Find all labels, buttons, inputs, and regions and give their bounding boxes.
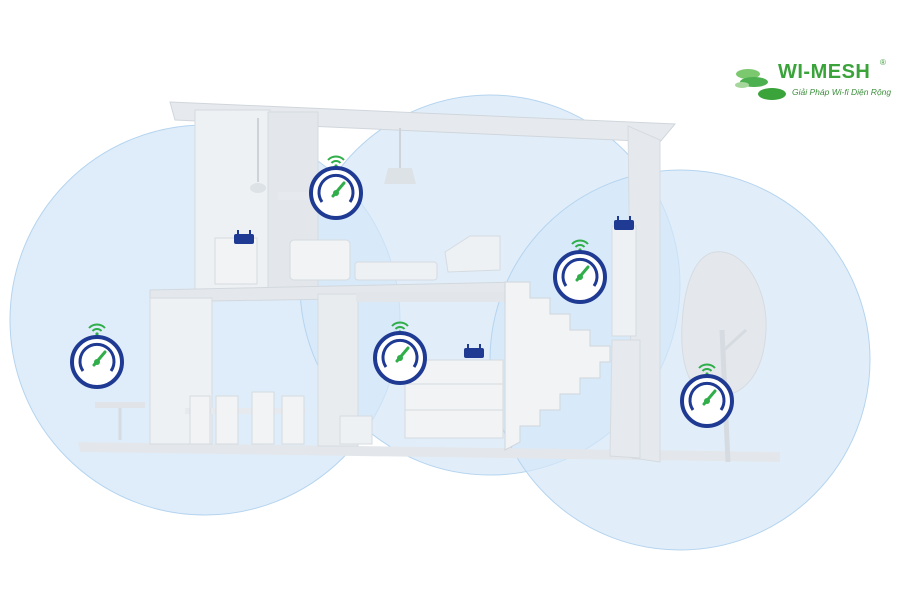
mesh-router-icon — [614, 216, 634, 230]
speedometer-icon — [553, 250, 607, 304]
registered-mark: ® — [880, 58, 886, 67]
mesh-router-icon — [464, 344, 484, 358]
ground-floor-slab — [78, 442, 780, 462]
mesh-router-icon — [234, 230, 254, 244]
brand-name: WI-MESH — [778, 61, 871, 83]
speedometer-icon — [680, 374, 734, 428]
mesh-routers — [234, 216, 634, 358]
speedometer-icon — [70, 335, 124, 389]
house-structure — [95, 101, 767, 463]
wimesh-logo-mark — [735, 69, 786, 100]
brand-tagline: Giải Pháp Wi-fi Diện Rộng — [792, 87, 892, 97]
speedometer-icon — [309, 166, 363, 220]
speedometer-icon — [373, 331, 427, 385]
